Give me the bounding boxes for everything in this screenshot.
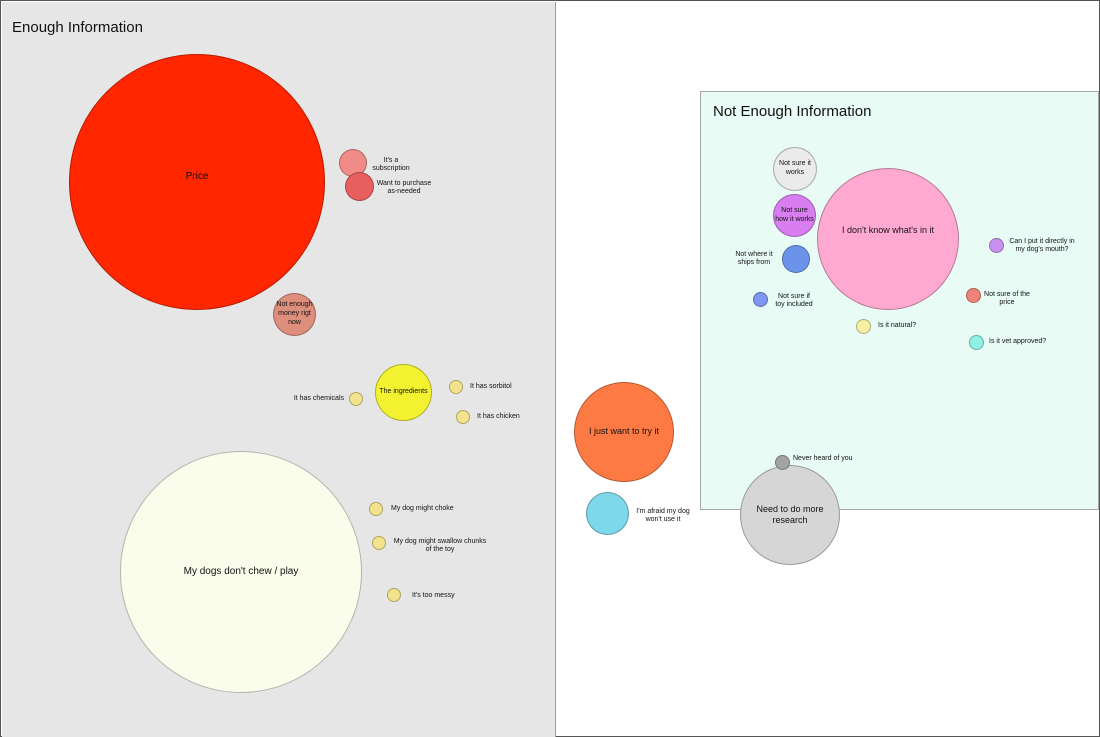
bubble-price[interactable]: Price bbox=[69, 54, 325, 310]
bubble-label-not-sure-how: Not sure how it works bbox=[775, 206, 814, 223]
bubble-natural[interactable] bbox=[856, 319, 871, 334]
label-messy: It's too messy bbox=[412, 592, 455, 599]
bubble-dont-chew[interactable]: My dogs don't chew / play bbox=[120, 451, 362, 693]
bubble-swallow[interactable] bbox=[372, 536, 386, 550]
bubble-ingredients[interactable]: The ingredients bbox=[375, 364, 432, 421]
label-subscription: It's a subscription bbox=[372, 157, 410, 173]
region-title-not-enough: Not Enough Information bbox=[713, 103, 872, 120]
label-chemicals: It has chemicals bbox=[293, 395, 344, 402]
bubble-chicken[interactable] bbox=[456, 410, 470, 424]
bubble-not-sure-works[interactable]: Not sure it works bbox=[773, 147, 817, 191]
bubble-label-not-enough-money: Not enough money rigt now bbox=[276, 301, 313, 326]
label-ships-from: Not where it ships from bbox=[735, 251, 773, 267]
bubble-label-more-research: Need to do more research bbox=[756, 503, 824, 525]
bubble-label-dont-know: I don't know what's in it bbox=[842, 225, 934, 236]
label-never-heard: Never heard of you bbox=[793, 455, 853, 462]
bubble-price-sure[interactable] bbox=[966, 288, 981, 303]
bubble-not-enough-money[interactable]: Not enough money rigt now bbox=[273, 293, 316, 336]
bubble-label-ingredients: The ingredients bbox=[379, 388, 428, 396]
bubble-label-dont-chew: My dogs don't chew / play bbox=[183, 565, 299, 577]
bubble-label-not-sure-works: Not sure it works bbox=[779, 160, 811, 176]
bubble-never-heard[interactable] bbox=[775, 455, 790, 470]
label-choke: My dog might choke bbox=[391, 505, 454, 512]
bubble-chemicals[interactable] bbox=[349, 392, 363, 406]
bubble-directly[interactable] bbox=[989, 238, 1004, 253]
bubble-label-price: Price bbox=[185, 170, 209, 182]
bubble-purchase-as-needed[interactable] bbox=[345, 172, 374, 201]
label-price-sure: Not sure of the price bbox=[984, 291, 1030, 307]
region-title-enough: Enough Information bbox=[12, 19, 143, 36]
label-toy-included: Not sure if toy included bbox=[775, 293, 813, 309]
label-vet: Is it vet approved? bbox=[989, 338, 1047, 345]
label-swallow: My dog might swallow chunks of the toy bbox=[393, 538, 487, 554]
label-directly: Can I put it directly in my dog's mouth? bbox=[1009, 238, 1075, 254]
bubble-afraid[interactable] bbox=[586, 492, 629, 535]
bubble-try-it[interactable]: I just want to try it bbox=[574, 382, 674, 482]
bubble-vet[interactable] bbox=[969, 335, 984, 350]
label-purchase-as-needed: Want to purchase as-needed bbox=[376, 180, 432, 196]
label-chicken: It has chicken bbox=[477, 413, 520, 420]
bubble-dont-know[interactable]: I don't know what's in it bbox=[817, 168, 959, 310]
label-natural: Is it natural? bbox=[878, 322, 917, 329]
bubble-sorbitol[interactable] bbox=[449, 380, 463, 394]
bubble-messy[interactable] bbox=[387, 588, 401, 602]
bubble-label-try-it: I just want to try it bbox=[588, 426, 660, 437]
label-afraid: I'm afraid my dog won't use it bbox=[636, 508, 690, 524]
label-sorbitol: It has sorbitol bbox=[470, 383, 512, 390]
bubble-more-research[interactable]: Need to do more research bbox=[740, 465, 840, 565]
bubble-ships-from[interactable] bbox=[782, 245, 810, 273]
bubble-toy-included[interactable] bbox=[753, 292, 768, 307]
bubble-not-sure-how[interactable]: Not sure how it works bbox=[773, 194, 816, 237]
bubble-choke[interactable] bbox=[369, 502, 383, 516]
